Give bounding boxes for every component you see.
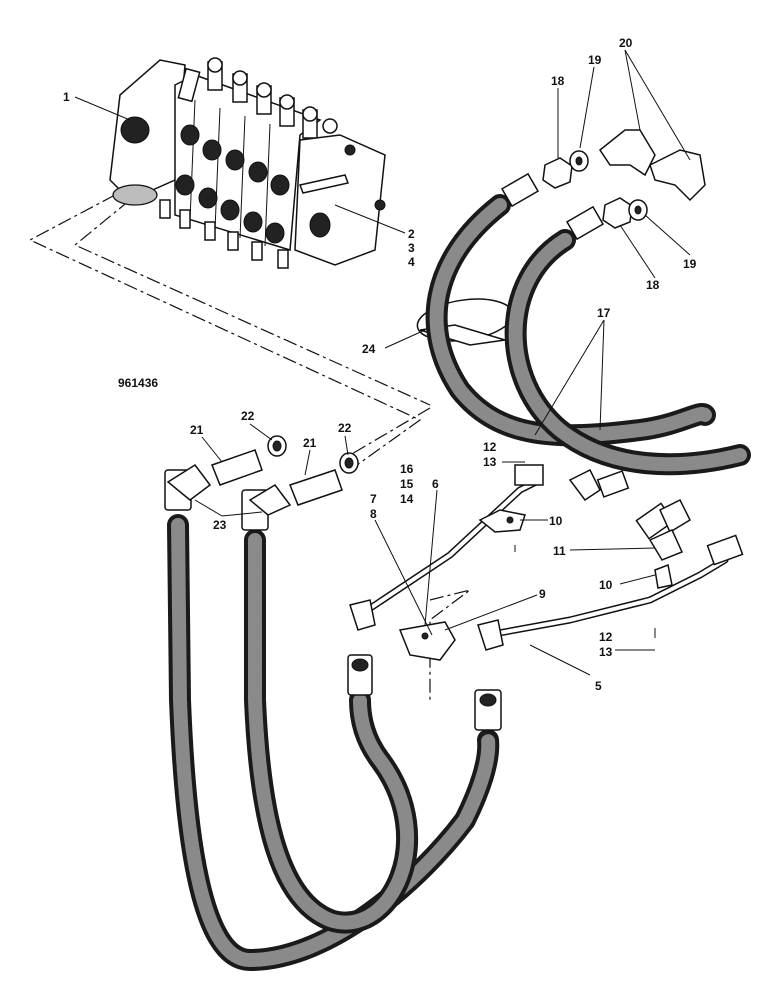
- label-7: 7: [370, 492, 377, 506]
- label-16: 16: [400, 462, 414, 476]
- label-12-top: 12: [483, 440, 497, 454]
- label-3: 3: [408, 241, 415, 255]
- label-11: 11: [553, 544, 566, 558]
- spool-tops: [177, 57, 338, 139]
- label-12-bottom: 12: [599, 630, 613, 644]
- label-1: 1: [63, 90, 70, 104]
- label-22-right: 22: [338, 421, 352, 435]
- leader-lines: [74, 49, 691, 676]
- label-21-left: 21: [190, 423, 204, 437]
- control-valve-block: [109, 57, 386, 269]
- label-2: 2: [408, 227, 415, 241]
- label-4: 4: [408, 255, 415, 269]
- lower-adapters: [211, 435, 359, 506]
- label-5: 5: [595, 679, 602, 693]
- drawing-number: 961436: [118, 376, 158, 390]
- label-22-left: 22: [241, 409, 255, 423]
- label-10-top: 10: [549, 514, 563, 528]
- upper-hoses: [425, 172, 751, 540]
- label-17: 17: [597, 306, 611, 320]
- lower-hoses: [164, 463, 502, 972]
- label-18-top: 18: [551, 74, 565, 88]
- label-23: 23: [213, 518, 227, 532]
- label-6: 6: [432, 477, 439, 491]
- label-10-bottom: 10: [599, 578, 613, 592]
- label-15: 15: [400, 477, 414, 491]
- label-19-bottom: 19: [683, 257, 697, 271]
- upper-fittings: [542, 129, 706, 229]
- label-20: 20: [619, 36, 633, 50]
- label-8: 8: [370, 507, 377, 521]
- label-19-top: 19: [588, 53, 602, 67]
- part-labels: 1 2 3 4 18 19 20 19 18 24 17 961436 21 2…: [63, 36, 697, 693]
- valve-sections: [159, 74, 322, 269]
- label-13-bottom: 13: [599, 645, 613, 659]
- label-14: 14: [400, 492, 414, 506]
- label-9: 9: [539, 587, 546, 601]
- label-21-right: 21: [303, 436, 317, 450]
- rigid-pipes: [349, 464, 744, 661]
- label-13-top: 13: [483, 455, 497, 469]
- center-lines: [28, 194, 471, 700]
- label-18-bottom: 18: [646, 278, 660, 292]
- label-24: 24: [362, 342, 376, 356]
